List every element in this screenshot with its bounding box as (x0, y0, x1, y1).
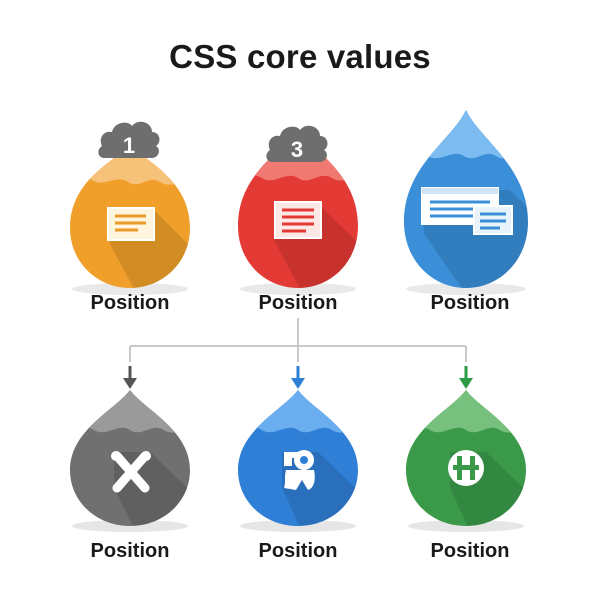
bottom-node-3 (406, 390, 526, 532)
connector-lines (129, 318, 467, 362)
badge-number: 1 (123, 133, 135, 158)
top-node-2-label: Position (258, 292, 338, 314)
crossed-tools-icon (111, 451, 151, 493)
top-node-1-label: Position (90, 292, 170, 314)
arrow-down-icon (459, 366, 473, 389)
cloud-badge: 3 (266, 125, 328, 162)
figure-icon (284, 450, 315, 490)
bottom-node-2 (238, 390, 358, 532)
top-node-1: 1 (70, 121, 190, 295)
bottom-node-3-label: Position (430, 540, 510, 562)
cloud-badge: 1 (98, 121, 160, 158)
bottom-node-2-label: Position (258, 540, 338, 562)
windows-icon (421, 187, 513, 235)
list-document-icon (274, 201, 322, 239)
top-node-2: 3 (238, 125, 358, 295)
bottom-node-1 (70, 390, 190, 532)
arrow-down-icon (123, 366, 137, 389)
bottom-node-1-label: Position (90, 540, 170, 562)
grid-symbol-icon (448, 450, 484, 486)
top-node-3 (404, 110, 528, 295)
badge-number: 3 (291, 137, 303, 162)
diagram-title: CSS core values (169, 38, 431, 75)
document-icon (107, 207, 155, 241)
top-node-3-label: Position (430, 292, 510, 314)
arrow-down-icon (291, 366, 305, 389)
